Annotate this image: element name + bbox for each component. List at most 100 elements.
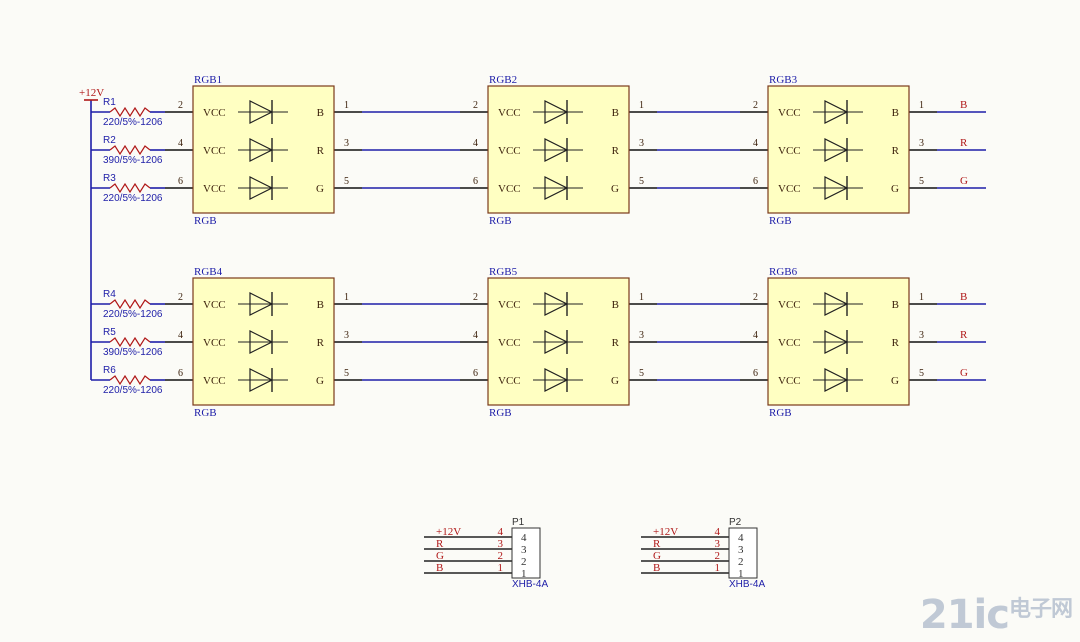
diode-icon (544, 292, 569, 316)
pin-vcc-label: VCC (778, 183, 801, 195)
diode-icon (544, 176, 569, 200)
pin-number-right: 3 (919, 330, 924, 341)
resistor-icon (109, 298, 151, 310)
pin-number-left: 6 (753, 176, 758, 187)
pin-number-left: 6 (178, 176, 183, 187)
pin-number-right: 1 (639, 292, 644, 303)
connector-net-label: R (436, 538, 444, 550)
diode-icon (824, 292, 849, 316)
connector-net-label: G (436, 550, 444, 562)
pin-vcc-label: VCC (498, 299, 521, 311)
pin-number-left: 2 (473, 100, 478, 111)
pin-number-right: 1 (344, 100, 349, 111)
module-value: RGB (769, 215, 792, 227)
module-designator: RGB6 (769, 266, 798, 278)
resistor-designator: R5 (103, 327, 116, 338)
pin-out-label: G (611, 375, 619, 387)
diode-icon (824, 100, 849, 124)
connector-pin-number: 1 (498, 562, 504, 574)
pin-out-label: R (892, 337, 900, 349)
watermark-logo: 21ic电子网 (919, 592, 1073, 638)
pin-vcc-label: VCC (498, 145, 521, 157)
connector-net-label: G (653, 550, 661, 562)
module-value: RGB (489, 407, 512, 419)
pin-number-right: 5 (344, 176, 349, 187)
diode-icon (544, 138, 569, 162)
connector-pin-number: 4 (498, 526, 504, 538)
pin-vcc-label: VCC (778, 299, 801, 311)
diode-icon (249, 292, 274, 316)
pin-number-left: 2 (178, 292, 183, 303)
pin-vcc-label: VCC (203, 107, 226, 119)
resistor-value: 220/5%-1206 (103, 385, 163, 396)
resistor: R5 390/5%-1206 (103, 327, 163, 358)
diode-icon (249, 368, 274, 392)
resistor-value: 220/5%-1206 (103, 309, 163, 320)
pin-vcc-label: VCC (778, 145, 801, 157)
pin-out-label: G (611, 183, 619, 195)
pin-number-left: 6 (753, 368, 758, 379)
connector-pin-label: 2 (521, 556, 527, 568)
resistor-value: 390/5%-1206 (103, 347, 163, 358)
pin-out-label: B (317, 107, 324, 119)
connector-value: XHB-4A (729, 579, 765, 590)
pin-number-left: 6 (178, 368, 183, 379)
net-output-label: R (960, 137, 968, 149)
connector-pin-label: 3 (738, 544, 744, 556)
pin-out-label: B (612, 299, 619, 311)
pin-vcc-label: VCC (498, 337, 521, 349)
pin-out-label: G (891, 183, 899, 195)
connector-pin-number: 3 (498, 538, 504, 550)
resistor-designator: R2 (103, 135, 116, 146)
pin-number-right: 3 (344, 330, 349, 341)
connector-pin-number: 3 (715, 538, 721, 550)
pin-vcc-label: VCC (778, 337, 801, 349)
resistor-icon (109, 106, 151, 118)
pin-vcc-label: VCC (203, 375, 226, 387)
resistor-designator: R6 (103, 365, 116, 376)
diode-icon (544, 330, 569, 354)
resistor-icon (109, 336, 151, 348)
pin-out-label: R (612, 145, 620, 157)
pin-number-right: 3 (639, 138, 644, 149)
pin-out-label: G (891, 375, 899, 387)
pin-out-label: R (317, 145, 325, 157)
diode-icon (249, 176, 274, 200)
pin-out-label: B (892, 299, 899, 311)
resistor-designator: R4 (103, 289, 116, 300)
pin-out-label: G (316, 375, 324, 387)
pin-number-right: 3 (919, 138, 924, 149)
pin-number-left: 2 (753, 292, 758, 303)
pin-number-right: 1 (919, 292, 924, 303)
module-value: RGB (194, 407, 217, 419)
pin-number-right: 1 (639, 100, 644, 111)
diode-icon (824, 176, 849, 200)
resistor-value: 220/5%-1206 (103, 193, 163, 204)
power-label: +12V (79, 87, 104, 99)
connector-pin-number: 1 (715, 562, 721, 574)
connector-designator: P1 (512, 517, 525, 528)
connector-value: XHB-4A (512, 579, 548, 590)
pin-number-left: 6 (473, 368, 478, 379)
pin-vcc-label: VCC (203, 299, 226, 311)
module-value: RGB (194, 215, 217, 227)
pin-number-right: 5 (639, 368, 644, 379)
diode-icon (544, 100, 569, 124)
connector-pin-number: 2 (715, 550, 721, 562)
net-output-label: B (960, 291, 967, 303)
pin-vcc-label: VCC (498, 183, 521, 195)
pin-number-left: 4 (473, 138, 478, 149)
pin-vcc-label: VCC (203, 145, 226, 157)
connector-pin-label: 4 (738, 532, 744, 544)
connector-net-label: R (653, 538, 661, 550)
diode-icon (824, 330, 849, 354)
connector-net-label: B (436, 562, 443, 574)
